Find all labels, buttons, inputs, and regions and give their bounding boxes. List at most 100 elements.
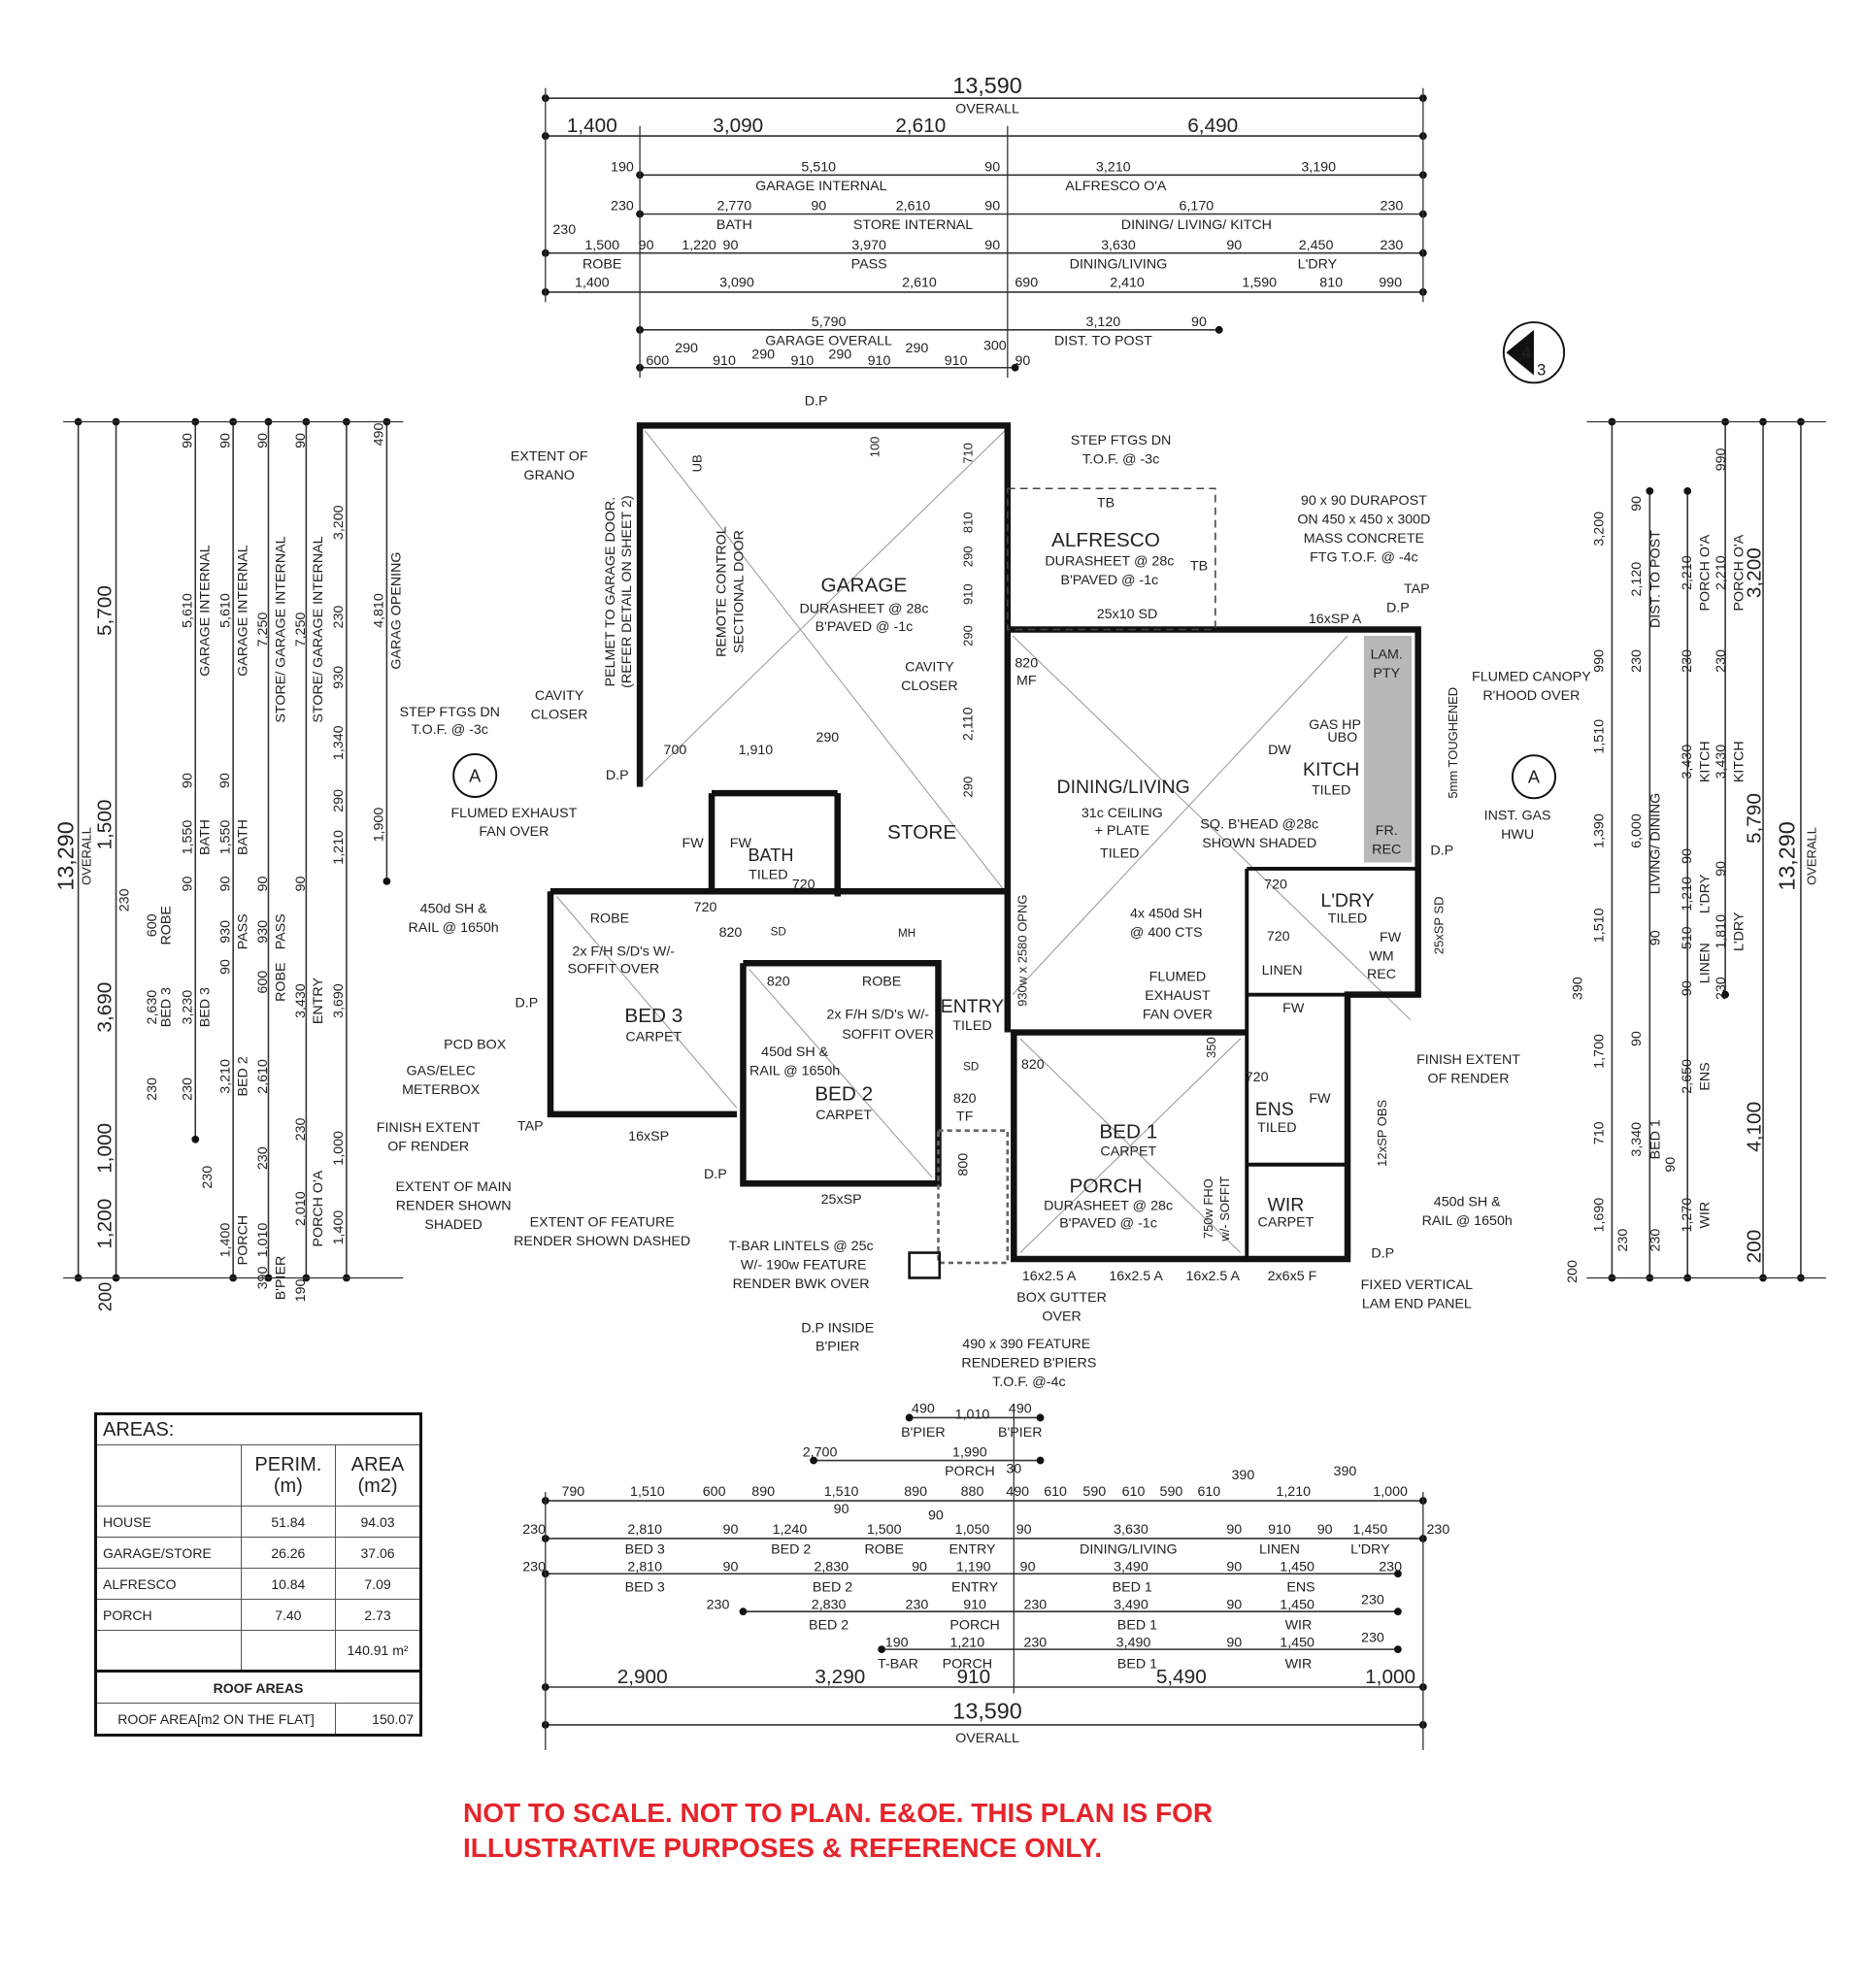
bottom-dim-label: BED 1 (1113, 1579, 1152, 1595)
bottom-dim-label: 230 (1361, 1592, 1384, 1607)
right-dim-label: 3,200 (1743, 547, 1765, 598)
plan-label-label: 90 x 90 DURAPOST (1301, 493, 1427, 509)
bottom-dim-label: 230 (906, 1598, 929, 1613)
plan-label-label: B'PAVED @ -1c (816, 619, 914, 635)
plan-label-label: B'PIER (816, 1340, 860, 1355)
total-area: 140.91 m² (335, 1630, 421, 1672)
left-dim-label: 1,000 (331, 1131, 347, 1166)
col-area-header: AREA(m2) (335, 1444, 421, 1507)
bottom-dim-label: 2,830 (814, 1560, 849, 1575)
row-name: PORCH (95, 1599, 242, 1631)
plan-label-label: RENDER SHOWN (396, 1198, 512, 1213)
left-dim-label: 90 (255, 433, 271, 448)
bottom-dim-label: 90 (928, 1508, 944, 1524)
top-dim-label: 3,090 (719, 276, 754, 291)
top-dim-label: 13,590 (952, 73, 1021, 98)
plan-label-label: WIR (1268, 1195, 1305, 1216)
left-dim-label: 930 (255, 920, 271, 944)
right-dim-label: 2,210 (1680, 555, 1695, 590)
plan-label-label: UBO (1327, 730, 1357, 746)
plan-label-label: EXTENT OF FEATURE (530, 1214, 675, 1230)
plan-label-label: 2x F/H S/D's W/- (826, 1007, 929, 1022)
top-dim-label: 290 (751, 348, 775, 363)
bottom-dim-label: DINING/LIVING (1080, 1542, 1178, 1558)
section-a-left-symbol (452, 752, 498, 798)
right-dim-label: 1,210 (1680, 877, 1695, 911)
plan-label-label: 16x2.5 A (1109, 1269, 1163, 1284)
top-dim-label: 230 (611, 199, 634, 215)
bottom-dim-label: 230 (522, 1560, 546, 1575)
plan-label-label: SHOWN SHADED (1202, 836, 1316, 851)
plan-label-label: BOX GUTTER (1016, 1290, 1107, 1306)
top-dim-label: BATH (716, 217, 752, 233)
right-dim-label: DIST. TO POST (1648, 530, 1664, 628)
left-dim-label: ROBE (273, 962, 288, 1001)
plan-label-label: KITCH (1303, 759, 1359, 780)
bottom-dim-label: 1,190 (956, 1560, 991, 1575)
plan-label-label: DURASHEET @ 28c (799, 602, 928, 617)
bed2-wall (740, 959, 942, 1187)
left-dim-label: 3,430 (293, 983, 309, 1018)
top-dim-label: 90 (1191, 315, 1207, 330)
top-dim-label: 90 (1015, 353, 1030, 369)
left-dim-label: GARAG OPENING (389, 551, 405, 669)
plan-label-label: CARPET (816, 1108, 872, 1123)
plan-label-label: METERBOX (402, 1082, 480, 1098)
left-dim-label: BED 3 (198, 987, 214, 1027)
bottom-dim-label: 390 (1231, 1468, 1254, 1483)
right-dim-label: 5,790 (1743, 793, 1765, 844)
top-dim-label: 990 (1379, 276, 1402, 291)
plan-label-label: RAIL @ 1650h (409, 920, 499, 936)
bottom-dim-label: 1,450 (1280, 1636, 1315, 1651)
plan-label-label: TILED (1328, 911, 1367, 927)
plan-label-label: 820 (767, 975, 790, 990)
plan-label-label: ROBE (862, 975, 901, 990)
left-dim-label: 13,290 (52, 821, 78, 890)
top-dim-label: 90 (984, 238, 1000, 253)
plan-label-label: 810 (961, 512, 976, 533)
right-dim-label: L'DRY (1697, 874, 1713, 913)
plan-label-label: SQ. B'HEAD @28c (1200, 816, 1318, 832)
left-dim-label: PASS (273, 913, 288, 949)
plan-label-label: TAP (517, 1119, 544, 1135)
dimension-tick (1011, 363, 1019, 372)
plan-label-label: 25xSP (821, 1192, 862, 1208)
plan-label-label: FW (1309, 1091, 1331, 1107)
plan-label-label: CAVITY (905, 659, 954, 675)
plan-label-label: 720 (1246, 1070, 1269, 1085)
bottom-dim-label: 1,000 (1373, 1484, 1408, 1500)
section-markers (452, 752, 1556, 800)
plan-label-label: GARAGE (821, 575, 908, 597)
bottom-dim-label: 880 (961, 1484, 984, 1500)
left-dim-label: 90 (217, 959, 233, 975)
bottom-dim-label: 590 (1082, 1484, 1106, 1500)
plan-label-label: STORE (887, 821, 956, 844)
plan-label-label: 700 (664, 743, 687, 758)
left-dim-label: 930 (217, 920, 233, 944)
plan-label-label: 31c CEILING (1082, 806, 1163, 821)
right-dim-label: 1,510 (1591, 719, 1607, 754)
right-dim-label: 1,690 (1591, 1198, 1607, 1233)
bottom-dim-label: 230 (1427, 1522, 1450, 1538)
plan-label-label: STEP FTGS DN (1071, 433, 1171, 448)
plan-label-label: EXTENT OF (511, 449, 588, 465)
right-dim-label: 1,810 (1714, 914, 1729, 949)
bottom-dim-label: BED 1 (1117, 1657, 1157, 1673)
plan-label-label: B'PAVED @ -1c (1059, 1216, 1157, 1232)
bottom-dim-label: 600 (703, 1484, 726, 1500)
col-perim-unit: (m) (273, 1475, 303, 1497)
plan-label-label: 5mm TOUGHENED (1446, 687, 1460, 799)
left-dim-label: 1,400 (331, 1210, 347, 1245)
plan-label-label: REMOTE CONTROL (714, 526, 729, 657)
plan-label-label: 450d SH & (1434, 1195, 1501, 1210)
bottom-dim-label: 3,490 (1116, 1636, 1151, 1651)
bottom-dim-label: LINEN (1259, 1542, 1300, 1558)
bottom-dim-label: 910 (956, 1666, 990, 1688)
plan-label-label: DW (1268, 743, 1291, 758)
living-wall (1007, 626, 1421, 1263)
plan-label-label: FINISH EXTENT (1416, 1052, 1520, 1068)
north-arrow-symbol (1502, 321, 1566, 384)
right-dim-label: 13,290 (1774, 821, 1799, 890)
left-dim-label: 2,610 (255, 1059, 271, 1094)
